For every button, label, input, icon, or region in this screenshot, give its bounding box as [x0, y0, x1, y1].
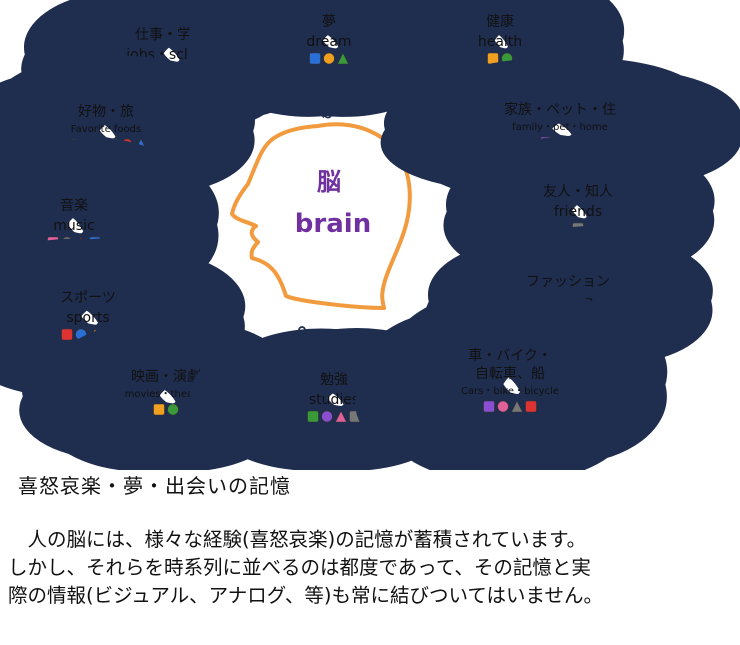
cloud-title-jp: スポーツ	[60, 290, 116, 306]
description-paragraph: 人の脳には、様々な経験(喜怒哀楽)の記憶が蓄積されています。 しかし、それらを時…	[8, 526, 736, 610]
bicycle-icon	[511, 400, 523, 413]
baseball-icon	[61, 328, 73, 341]
cloud-title-jp: 車・バイク・	[468, 347, 551, 364]
section-heading: 喜怒哀楽・夢・出会いの記憶	[18, 474, 291, 498]
motorbike-icon	[497, 400, 509, 413]
head-outline	[230, 122, 412, 310]
cloud-title-jp: 音楽	[60, 197, 88, 214]
cloud-title-en: Favorite foods	[71, 124, 141, 135]
thought-cloud-dream: 夢 dream	[263, 8, 397, 118]
cloud-title-jp: 好物・旅	[78, 104, 134, 120]
cloud-title-jp: ファッション	[526, 274, 610, 290]
cloud-title-en: dream	[306, 34, 351, 50]
pencil-icon	[307, 410, 319, 423]
cloud-title-en: friends	[554, 204, 602, 220]
cloud-title-jp: 健康	[486, 13, 514, 30]
paragraph-line: 際の情報(ビジュアル、アナログ、等)も常に結びついてはいません。	[8, 584, 603, 607]
cloud-title-en: sports	[66, 310, 109, 326]
ship-icon	[525, 400, 537, 413]
cloud-title-jp: 家族・ペット・住	[504, 101, 616, 118]
calendar-icon	[487, 52, 499, 65]
brain-label-en: brain	[295, 209, 371, 239]
cloud-title-en: Cars・bike・bicycle	[461, 386, 559, 397]
cloud-title-en: health	[478, 34, 522, 50]
cloud-title-jp: 勉強	[320, 372, 348, 388]
film-icon	[153, 403, 165, 416]
earth-icon	[337, 52, 349, 65]
rocket-icon	[309, 52, 321, 65]
cloud-title-en: family・pet・home	[512, 122, 608, 133]
thought-cloud-vehicles: 車・バイク・自転車、船 Cars・bike・bicycle	[423, 333, 584, 428]
cloud-title-en: studies	[309, 392, 359, 408]
cloud-title-jp: 友人・知人	[543, 183, 613, 200]
cloud-title-en: movies・theater	[125, 389, 209, 400]
cloud-title-jp-line2: 自転車、船	[475, 365, 545, 382]
clapperboard-icon	[167, 403, 179, 416]
brain-label-jp: 脳	[317, 168, 341, 196]
cloud-title-jp: 映画・演劇	[131, 369, 201, 385]
car-icon	[483, 400, 495, 413]
school-icon	[335, 410, 347, 423]
paragraph-line: 人の脳には、様々な経験(喜怒哀楽)の記憶が蓄積されています。	[8, 528, 587, 551]
cloud-title-jp: 夢	[322, 14, 336, 30]
cloud-title-en: music	[53, 218, 94, 234]
brain-label: 脳 brain	[295, 168, 371, 239]
paragraph-line: しかし、それらを時系列に並べるのは都度であって、その記憶と実	[8, 556, 591, 579]
brain-diagram: 脳 brain 仕事・学校jobs・school夢dream健康health好物…	[0, 0, 740, 470]
notebook-icon	[321, 410, 333, 423]
thought-cloud-studies: 勉強 studies	[266, 327, 403, 431]
sun-icon	[323, 52, 335, 65]
thought-clouds: 仕事・学校jobs・school夢dream健康health好物・旅Favori…	[8, 8, 645, 432]
cloud-title-jp: 仕事・学校	[135, 26, 205, 43]
